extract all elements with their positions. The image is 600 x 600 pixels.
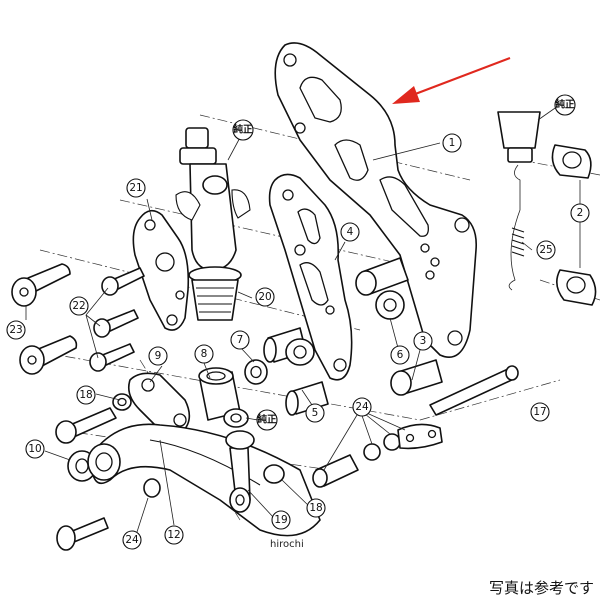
svg-text:8: 8 bbox=[201, 348, 208, 360]
svg-text:3: 3 bbox=[420, 335, 427, 347]
reference-photo-caption: 写真は参考です bbox=[488, 579, 594, 597]
mount-plate bbox=[132, 209, 190, 331]
lever-nut bbox=[143, 478, 161, 498]
svg-text:18: 18 bbox=[79, 389, 92, 401]
callout-2: 2 bbox=[570, 203, 590, 223]
callout-22: 22 bbox=[69, 296, 89, 316]
callout-4: 4 bbox=[340, 222, 360, 242]
watermark: hirochi bbox=[270, 539, 304, 550]
svg-text:20: 20 bbox=[258, 291, 271, 303]
callout-25: 25 bbox=[536, 240, 556, 260]
callout-3: 3 bbox=[413, 331, 433, 351]
callout-21: 21 bbox=[126, 178, 146, 198]
svg-text:5: 5 bbox=[312, 407, 319, 419]
callout-24-right: 24 bbox=[352, 397, 372, 417]
svg-text:1: 1 bbox=[449, 137, 456, 149]
pivot-hub bbox=[285, 338, 315, 366]
callout-5: 5 bbox=[305, 403, 325, 423]
svg-text:24: 24 bbox=[355, 401, 369, 413]
bolt-22-set bbox=[89, 267, 145, 372]
svg-text:23: 23 bbox=[9, 324, 22, 336]
callout-7: 7 bbox=[230, 330, 250, 350]
callout-12: 12 bbox=[164, 525, 184, 545]
long-pin bbox=[429, 365, 519, 416]
genuine-label-spring: 純正 bbox=[554, 94, 576, 116]
leader-lines bbox=[25, 105, 581, 536]
svg-text:22: 22 bbox=[72, 300, 85, 312]
rod-end bbox=[225, 430, 255, 513]
svg-text:純正: 純正 bbox=[233, 124, 253, 136]
svg-text:7: 7 bbox=[237, 334, 244, 346]
callout-17: 17 bbox=[530, 402, 550, 422]
callout-20: 20 bbox=[255, 287, 275, 307]
bolt-24-left bbox=[56, 517, 109, 551]
callout-8: 8 bbox=[194, 344, 214, 364]
callout-23: 23 bbox=[6, 320, 26, 340]
svg-text:19: 19 bbox=[274, 514, 287, 526]
svg-text:9: 9 bbox=[155, 350, 162, 362]
callout-6: 6 bbox=[390, 345, 410, 365]
genuine-label-cylinder: 純正 bbox=[232, 119, 254, 141]
link-plate bbox=[127, 372, 191, 433]
genuine-nut bbox=[223, 408, 249, 428]
svg-text:純正: 純正 bbox=[257, 414, 277, 426]
collar-6 bbox=[355, 257, 409, 320]
callout-18-right: 18 bbox=[306, 498, 326, 518]
svg-text:25: 25 bbox=[539, 244, 552, 256]
svg-text:10: 10 bbox=[28, 443, 41, 455]
callout-1: 1 bbox=[442, 133, 462, 153]
svg-text:21: 21 bbox=[129, 182, 142, 194]
return-spring bbox=[497, 111, 541, 291]
bolt-18-left bbox=[55, 393, 132, 444]
bushing bbox=[198, 367, 241, 421]
svg-text:12: 12 bbox=[167, 529, 180, 541]
svg-text:17: 17 bbox=[533, 406, 546, 418]
main-bracket-plate bbox=[274, 42, 478, 358]
svg-text:18: 18 bbox=[309, 502, 322, 514]
washer-7 bbox=[244, 359, 268, 385]
svg-text:2: 2 bbox=[577, 207, 584, 219]
hardware-24-right bbox=[312, 423, 443, 488]
callout-24-left: 24 bbox=[122, 530, 142, 550]
spacer-3 bbox=[390, 359, 443, 396]
red-arrow bbox=[392, 56, 511, 104]
master-cylinder bbox=[175, 127, 251, 321]
inner-bracket bbox=[268, 173, 353, 381]
bolt-23-lower bbox=[19, 335, 78, 375]
genuine-label-nut: 純正 bbox=[256, 409, 278, 431]
svg-text:4: 4 bbox=[347, 226, 354, 238]
svg-text:純正: 純正 bbox=[555, 99, 575, 111]
callout-19: 19 bbox=[271, 510, 291, 530]
svg-text:6: 6 bbox=[397, 349, 404, 361]
nut-18-right bbox=[263, 464, 285, 484]
bolt-23-upper bbox=[11, 263, 71, 307]
callout-10: 10 bbox=[25, 439, 45, 459]
collar-lower bbox=[556, 269, 597, 306]
collar-upper bbox=[551, 144, 592, 179]
callout-9: 9 bbox=[148, 346, 168, 366]
svg-text:24: 24 bbox=[125, 534, 139, 546]
callout-18-left: 18 bbox=[76, 385, 96, 405]
